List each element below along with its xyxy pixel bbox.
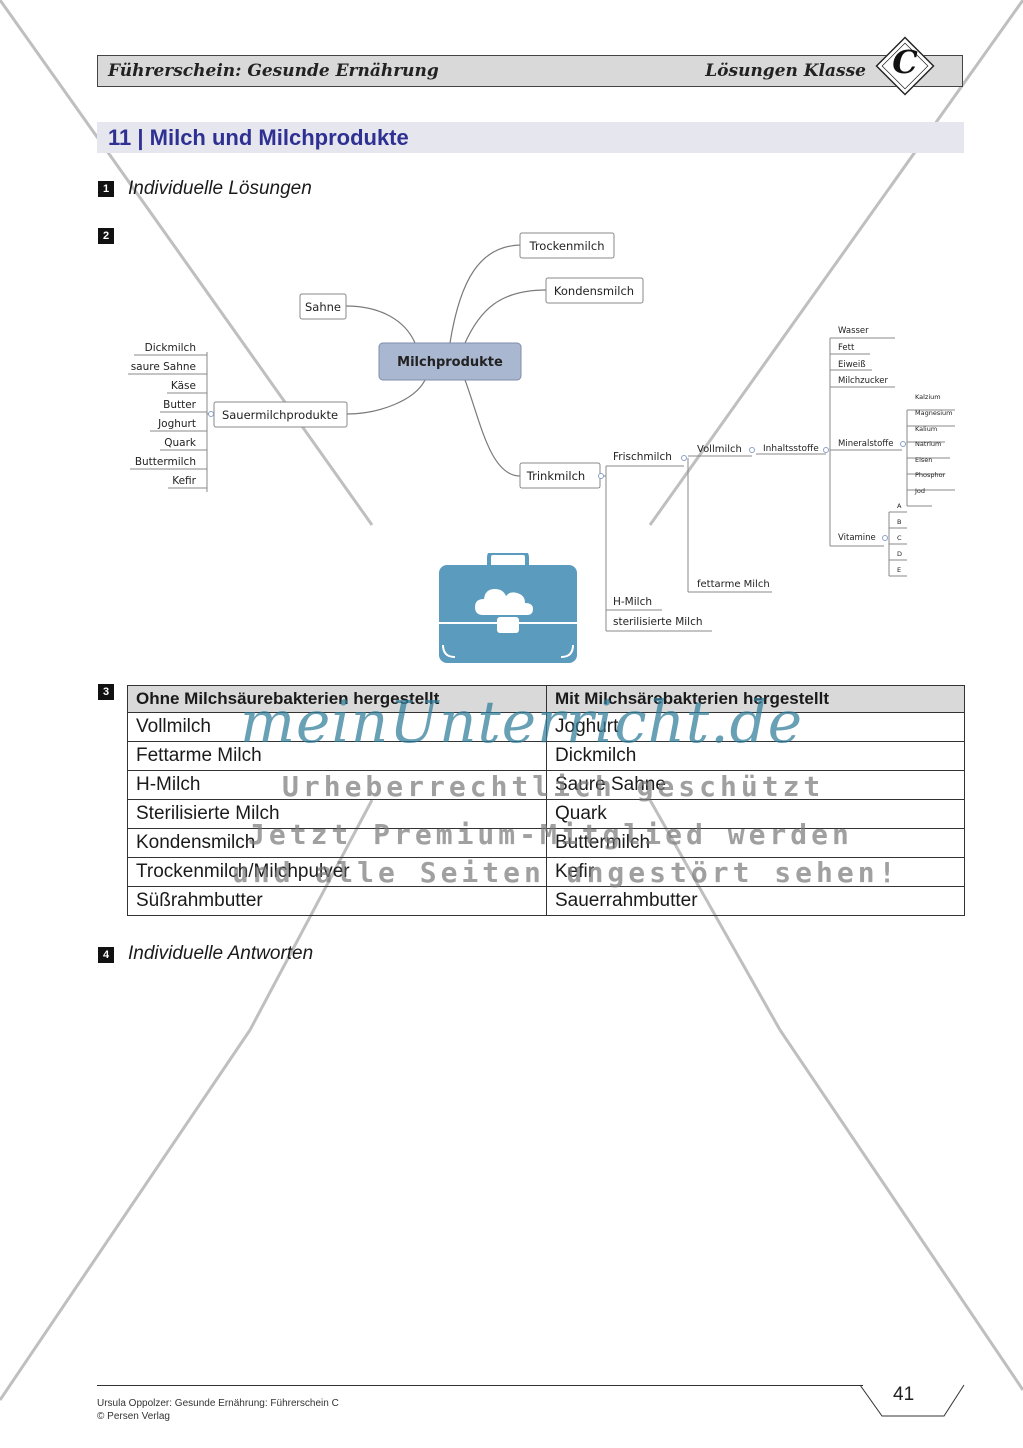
- sauer-item-joghurt: Joghurt: [157, 418, 196, 430]
- table-cell: Quark: [546, 799, 965, 829]
- page-number: 41: [893, 1384, 915, 1405]
- sauer-item-buttermilch: Buttermilch: [135, 456, 196, 468]
- table-row: Trockenmilch/Milchpulver Kefir: [127, 857, 965, 887]
- table-cell: Trockenmilch/Milchpulver: [127, 857, 547, 887]
- task-number-3: 3: [98, 684, 114, 700]
- sauer-item-butter: Butter: [163, 399, 197, 411]
- header-solutions-label: Lösungen Klasse: [705, 61, 866, 81]
- mineral-item-jod: Jod: [914, 487, 925, 495]
- sauer-item-dickmilch: Dickmilch: [145, 342, 196, 354]
- node-sahne-label: Sahne: [305, 300, 341, 314]
- node-sahne: [299, 293, 347, 320]
- task-4-text: Individuelle Antworten: [128, 943, 314, 964]
- page-number-tab: [860, 1384, 965, 1417]
- footer-publisher: © Persen Verlag: [97, 1411, 170, 1422]
- node-mineralstoffe-label: Mineralstoffe: [838, 439, 893, 449]
- cloud-bag-icon: [439, 553, 577, 663]
- vitamin-item-e: E: [897, 566, 901, 574]
- table-row: Vollmilch Joghurt: [127, 712, 965, 742]
- center-node: [378, 342, 522, 381]
- vitamin-item-d: D: [897, 550, 902, 558]
- table-cell: Kefir: [546, 857, 965, 887]
- sauer-item-kaese: Käse: [171, 380, 196, 392]
- table-row: H-Milch Saure Sahne: [127, 770, 965, 800]
- task-number-2: 2: [98, 228, 114, 244]
- node-vitamine-label: Vitamine: [838, 533, 876, 543]
- center-node-label: Milchprodukte: [397, 355, 503, 370]
- mineral-item-kalzium: Kalzium: [915, 393, 941, 401]
- footer-divider: [97, 1385, 863, 1386]
- table-header-row: Ohne Milchsäurebakterien hergestellt Mit…: [127, 685, 965, 713]
- mineral-item-magnesium: Magnesium: [915, 409, 952, 417]
- mineral-item-natrium: Natrium: [915, 440, 941, 448]
- table-row: Kondensmilch Buttermilch: [127, 828, 965, 858]
- node-sauermilchprodukte-label: Sauermilchprodukte: [222, 408, 338, 422]
- inhalt-item-fett: Fett: [838, 343, 855, 353]
- section-title-bar: 11 | Milch und Milchprodukte: [97, 122, 964, 153]
- node-hmilch-label: H-Milch: [613, 596, 652, 608]
- task-1-text: Individuelle Lösungen: [128, 178, 312, 199]
- task-number-4: 4: [98, 947, 114, 963]
- vitamin-item-a: A: [897, 502, 902, 510]
- node-inhaltsstoffe-label: Inhaltsstoffe: [763, 444, 819, 454]
- page-header: Führerschein: Gesunde Ernährung Lösungen…: [97, 55, 963, 87]
- table-row: Fettarme Milch Dickmilch: [127, 741, 965, 771]
- header-title: Führerschein: Gesunde Ernährung: [108, 61, 439, 81]
- table-cell: Joghurt: [546, 712, 965, 742]
- table-cell: Süßrahmbutter: [127, 886, 547, 916]
- inhalt-item-milchzucker: Milchzucker: [838, 376, 888, 386]
- class-letter: C: [892, 43, 918, 81]
- table-cell: Sauerrahmbutter: [546, 886, 965, 916]
- sauer-item-saure-sahne: saure Sahne: [131, 361, 196, 373]
- node-sterilisiert-label: sterilisierte Milch: [613, 616, 703, 628]
- table-cell: Buttermilch: [546, 828, 965, 858]
- milk-bacteria-table: Ohne Milchsäurebakterien hergestellt Mit…: [127, 685, 965, 916]
- node-trinkmilch-label: Trinkmilch: [526, 469, 585, 483]
- sauer-item-quark: Quark: [164, 437, 197, 449]
- table-header-with: Mit Milchsärebakterien hergestellt: [546, 685, 965, 713]
- node-fettarm-label: fettarme Milch: [697, 579, 770, 590]
- section-title: 11 | Milch und Milchprodukte: [108, 125, 409, 150]
- mindmap-diagram: Milchprodukte Trockenmilch Kondensmilch …: [128, 232, 955, 632]
- mineral-item-phosphor: Phosphor: [915, 471, 946, 479]
- table-cell: H-Milch: [127, 770, 547, 800]
- table-cell: Kondensmilch: [127, 828, 547, 858]
- node-kondensmilch-label: Kondensmilch: [554, 284, 634, 298]
- table-cell: Sterilisierte Milch: [127, 799, 547, 829]
- task-number-1: 1: [98, 181, 114, 197]
- node-frischmilch-label: Frischmilch: [613, 451, 672, 463]
- inhalt-item-wasser: Wasser: [838, 326, 869, 336]
- table-header-without: Ohne Milchsäurebakterien hergestellt: [127, 685, 547, 713]
- table-cell: Saure Sahne: [546, 770, 965, 800]
- node-trockenmilch: [519, 232, 615, 259]
- inhalt-item-eiweiss: Eiweiß: [838, 360, 866, 370]
- watermark-line-1: Urheberrechtlich geschützt: [282, 770, 825, 803]
- table-row: Süßrahmbutter Sauerrahmbutter: [127, 886, 965, 916]
- footer-author: Ursula Oppolzer: Gesunde Ernährung: Führ…: [97, 1398, 339, 1409]
- table-row: Sterilisierte Milch Quark: [127, 799, 965, 829]
- node-trockenmilch-label: Trockenmilch: [529, 239, 605, 253]
- node-vollmilch-label: Vollmilch: [697, 444, 742, 455]
- sauer-item-kefir: Kefir: [172, 475, 196, 487]
- vitamin-item-c: C: [897, 534, 902, 542]
- mineral-item-eisen: Eisen: [915, 456, 932, 464]
- watermark-brand: meinUnterricht.de: [240, 688, 804, 756]
- vitamin-item-b: B: [897, 518, 901, 526]
- node-kondensmilch: [545, 277, 644, 304]
- watermark-line-3: und alle Seiten ungestört sehen!: [232, 856, 900, 889]
- table-cell: Dickmilch: [546, 741, 965, 771]
- table-cell: Fettarme Milch: [127, 741, 547, 771]
- mineral-item-kalium: Kalium: [915, 425, 937, 433]
- class-badge: C: [875, 36, 935, 96]
- watermark-line-2: Jetzt Premium-Mitglied werden: [248, 818, 853, 851]
